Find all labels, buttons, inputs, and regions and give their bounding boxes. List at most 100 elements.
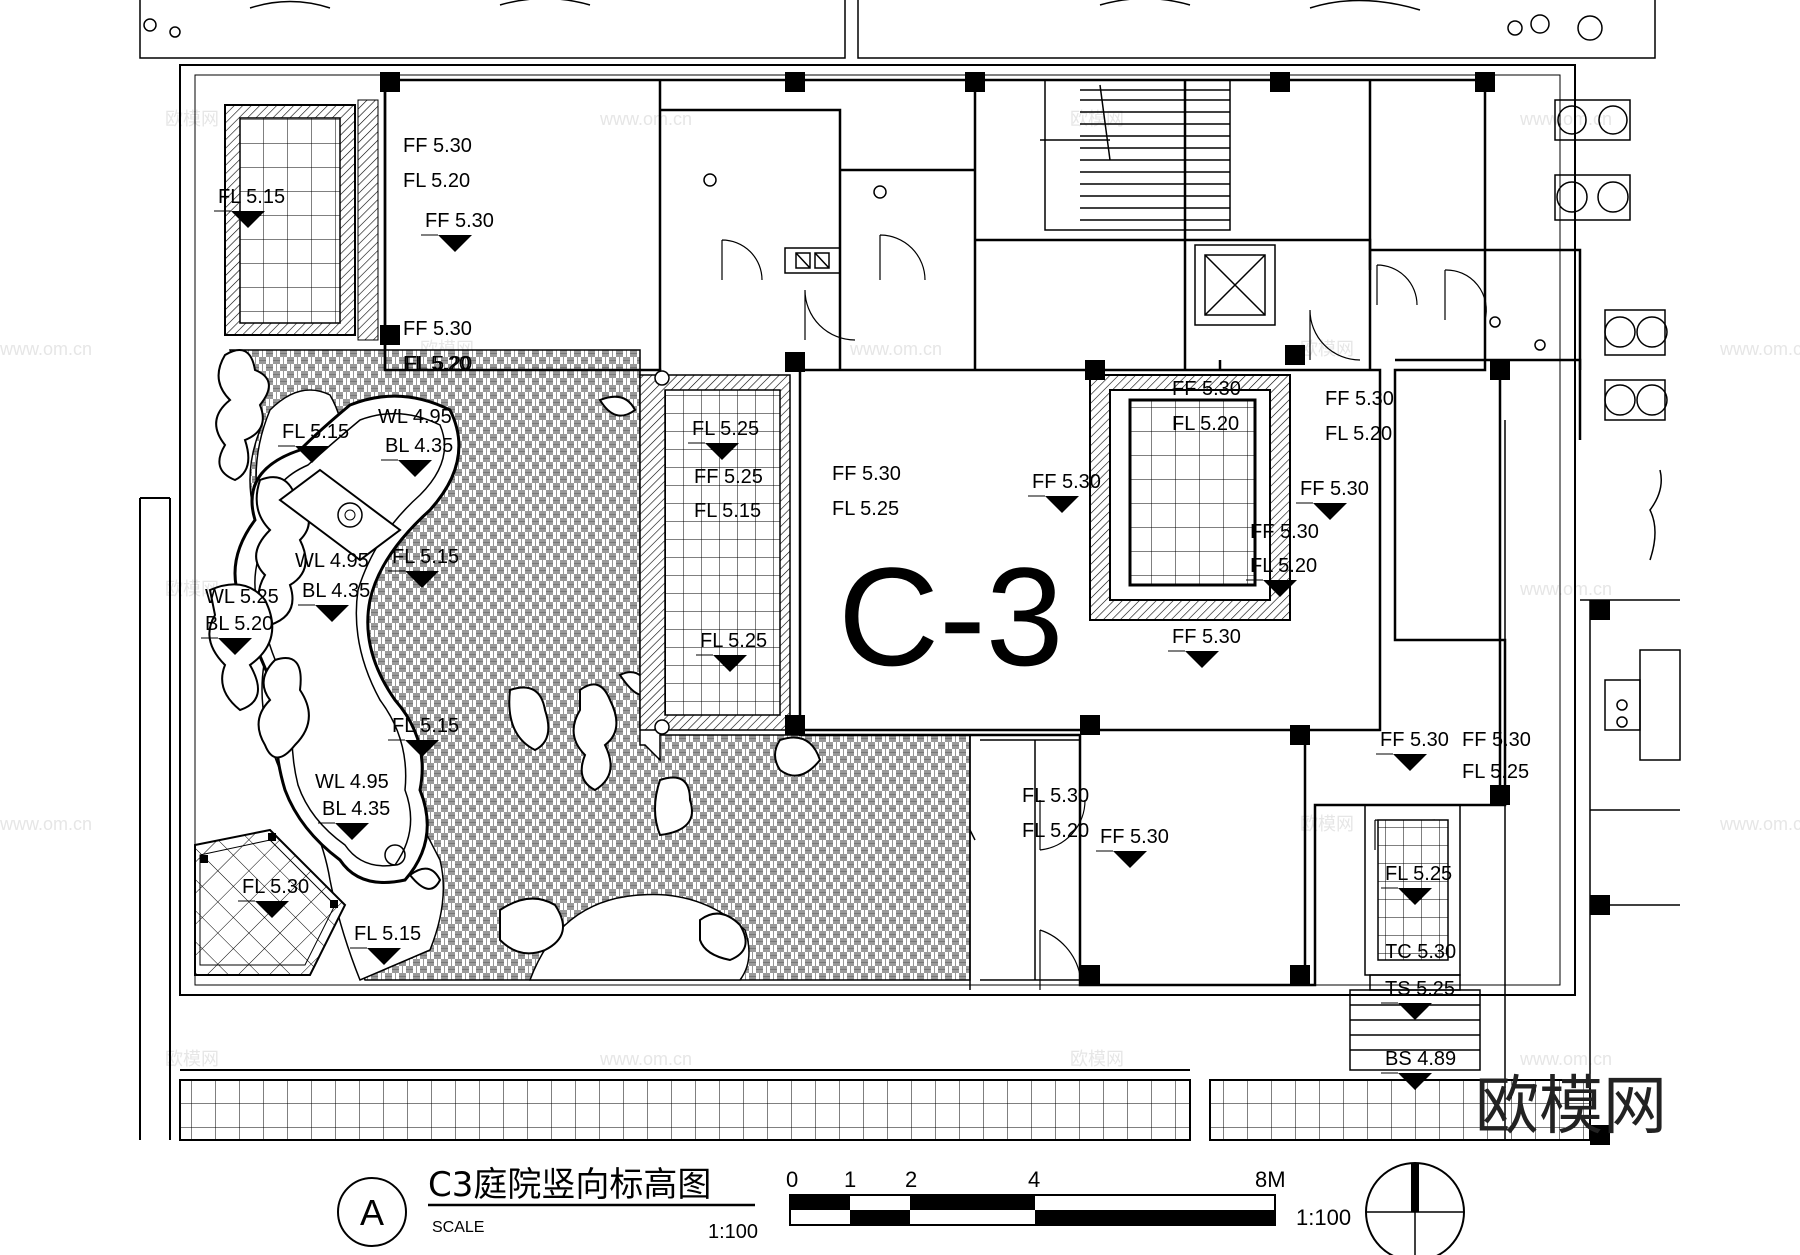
elevation-label: FL 5.20 (403, 353, 470, 375)
rockery (208, 349, 822, 962)
svg-text:www.om.cn: www.om.cn (0, 814, 92, 834)
elevation-label: FL 5.20 (405, 353, 472, 375)
svg-text:欧模网: 欧模网 (165, 109, 219, 129)
svg-text:www.om.cn: www.om.cn (1519, 1049, 1612, 1069)
elevation-label: WL 5.25 (205, 586, 279, 608)
elevation-marker-icon (335, 823, 369, 840)
svg-text:欧模网: 欧模网 (165, 579, 219, 599)
svg-text:www.om.cn: www.om.cn (599, 1049, 692, 1069)
elevation-label: FF 5.30 (1462, 729, 1531, 751)
elevation-label: FL 5.25 (832, 498, 899, 520)
elevation-label: WL 4.95 (378, 406, 452, 428)
elevation-label: FF 5.30 (1380, 729, 1449, 751)
elevation-marker-icon (398, 460, 432, 477)
elevation-marker-icon (315, 605, 349, 622)
elevation-marker-icon (1113, 851, 1147, 868)
site-outline (139, 64, 1576, 1140)
south-paving-strip (179, 1079, 1191, 1141)
elevation-marker-icon (231, 211, 265, 228)
elevation-marker-icon (1398, 1003, 1432, 1020)
elevation-label: FL 5.20 (1250, 555, 1317, 577)
elevation-marker-icon (713, 655, 747, 672)
fixtures (703, 99, 1681, 1140)
svg-text:www.om.cn: www.om.cn (1519, 109, 1612, 129)
elevation-label: FL 5.25 (1385, 863, 1452, 885)
elevation-label: FL 5.25 (692, 418, 759, 440)
elevation-label: FL 5.30 (1022, 785, 1089, 807)
elevation-label: FL 5.25 (1462, 761, 1529, 783)
block-label: C-3 (838, 538, 1064, 695)
svg-text:欧模网: 欧模网 (1070, 1049, 1124, 1069)
top-context (139, 0, 1656, 59)
scale-word: SCALE (432, 1219, 484, 1236)
elevation-label: TS 5.25 (1385, 978, 1455, 1000)
columns (380, 72, 1610, 1145)
svg-text:www.om.cn: www.om.cn (0, 339, 92, 359)
svg-text:欧模网: 欧模网 (1300, 339, 1354, 359)
elevation-label: FL 5.15 (392, 715, 459, 737)
elevation-marker-icon (255, 901, 289, 918)
svg-text:www.om.cn: www.om.cn (1719, 814, 1800, 834)
elevation-label: FL 5.20 (403, 170, 470, 192)
svg-text:www.om.cn: www.om.cn (1719, 339, 1800, 359)
elevation-label: WL 4.95 (315, 771, 389, 793)
elevation-label: BS 4.89 (1385, 1048, 1456, 1070)
elevation-label: BL 4.35 (322, 798, 390, 820)
scale-tick-4: 4 (1028, 1167, 1040, 1192)
elevation-label: FF 5.30 (832, 463, 901, 485)
elevation-label: BL 4.35 (302, 580, 370, 602)
scale-tick-1: 1 (844, 1167, 856, 1192)
west-pavilion (278, 468, 402, 562)
elevation-label: FF 5.30 (425, 210, 494, 232)
elevation-label: FL 5.15 (354, 923, 421, 945)
elevation-label: FL 5.30 (242, 876, 309, 898)
elevation-marker-icon (438, 235, 472, 252)
light-well (1089, 374, 1291, 621)
elevation-marker-icon (218, 638, 252, 655)
elevation-label: FF 5.30 (1172, 626, 1241, 648)
elevation-marker-icon (405, 740, 439, 757)
scale-ratio: 1:100 (708, 1221, 758, 1243)
scale-bar-ratio: 1:100 (1296, 1205, 1351, 1230)
elevation-label: FF 5.30 (1300, 478, 1369, 500)
scale-bar: 0 1 2 4 8M 1:100 (786, 1167, 1351, 1230)
section-letter: A (360, 1192, 384, 1233)
elevation-label: FF 5.30 (403, 135, 472, 157)
scale-tick-2: 2 (905, 1167, 917, 1192)
scale-tick-0: 0 (786, 1167, 798, 1192)
stair (1040, 79, 1231, 231)
elevation-label: FL 5.15 (218, 186, 285, 208)
elevation-label: FL 5.20 (1325, 423, 1392, 445)
elevation-label: FL 5.15 (282, 421, 349, 443)
section-bubble (337, 1177, 407, 1247)
site-logo: 欧模网 (1475, 1070, 1667, 1144)
elevation-marker-icon (1045, 496, 1079, 513)
elevation-label: FL 5.15 (392, 546, 459, 568)
elevation-markers: FF 5.30 FL 5.20 FF 5.30 FF 5.30 FL 5.20 FL 5.… (201, 135, 1531, 1090)
elevator (1194, 244, 1276, 326)
title-block: A C3庭院竖向标高图 SCALE 1:100 (337, 1165, 758, 1247)
elevation-label: FL 5.15 (694, 500, 761, 522)
north-arrow-icon (1365, 1162, 1465, 1255)
elevation-label: FF 5.30 (1100, 826, 1169, 848)
elevation-marker-icon (1393, 754, 1427, 771)
elevation-label: FF 5.30 (403, 318, 472, 340)
elevation-marker-icon (1398, 1073, 1432, 1090)
elevation-label: FF 5.30 (1032, 471, 1101, 493)
svg-text:欧模网: 欧模网 (165, 1049, 219, 1069)
elevation-label: BL 5.20 (205, 613, 273, 635)
elevation-label: BL 4.35 (385, 435, 453, 457)
elevation-marker-icon (1313, 503, 1347, 520)
elevation-label: FF 5.30 (1172, 378, 1241, 400)
elevation-marker-icon (1263, 580, 1297, 597)
elevation-label: FL 5.20 (1022, 820, 1089, 842)
svg-text:www.om.cn: www.om.cn (849, 339, 942, 359)
svg-text:欧模网: 欧模网 (1300, 814, 1354, 834)
elevation-marker-icon (405, 571, 439, 588)
elevation-label: FL 5.25 (700, 630, 767, 652)
elevation-label: FF 5.25 (694, 466, 763, 488)
svg-text:www.om.cn: www.om.cn (599, 109, 692, 129)
elevation-marker-icon (367, 948, 401, 965)
elevation-marker-icon (705, 443, 739, 460)
